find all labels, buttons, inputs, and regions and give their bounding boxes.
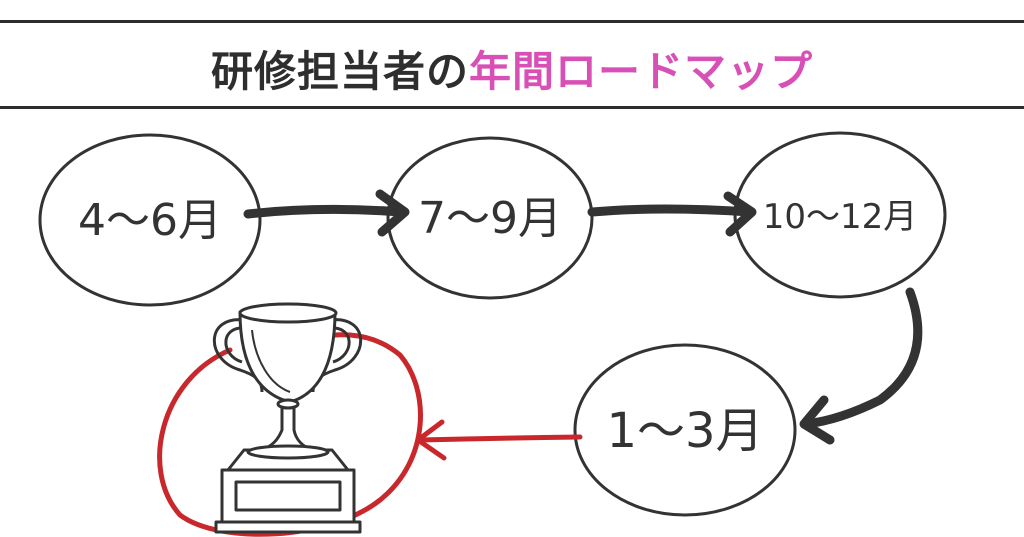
node-4-ellipse: [573, 343, 797, 517]
arrow-2-to-3: [587, 191, 757, 237]
goal-highlight-circle: [157, 332, 423, 537]
node-1-label: 4〜6月: [78, 195, 222, 246]
node-2-label: 7〜9月: [418, 193, 562, 244]
node-2-ellipse: [386, 136, 594, 300]
arrow-3-to-4: [799, 287, 923, 445]
arrow-4-to-goal: [415, 419, 583, 461]
title-part-2: 年間ロードマップ: [469, 47, 814, 96]
node-4-label: 1〜3月: [606, 403, 763, 459]
node-3-label: 10〜12月: [763, 197, 918, 237]
arrow-1-to-2: [243, 189, 410, 237]
trophy-icon: [212, 302, 363, 534]
header: 研修担当者の年間ロードマップ: [0, 8, 1024, 109]
title-part-1: 研修担当者の: [210, 47, 469, 96]
page-title: 研修担当者の年間ロードマップ: [0, 38, 1024, 99]
node-1-ellipse: [38, 133, 262, 307]
header-bottom-rule: [0, 106, 1024, 109]
header-top-rule: [0, 20, 1024, 23]
